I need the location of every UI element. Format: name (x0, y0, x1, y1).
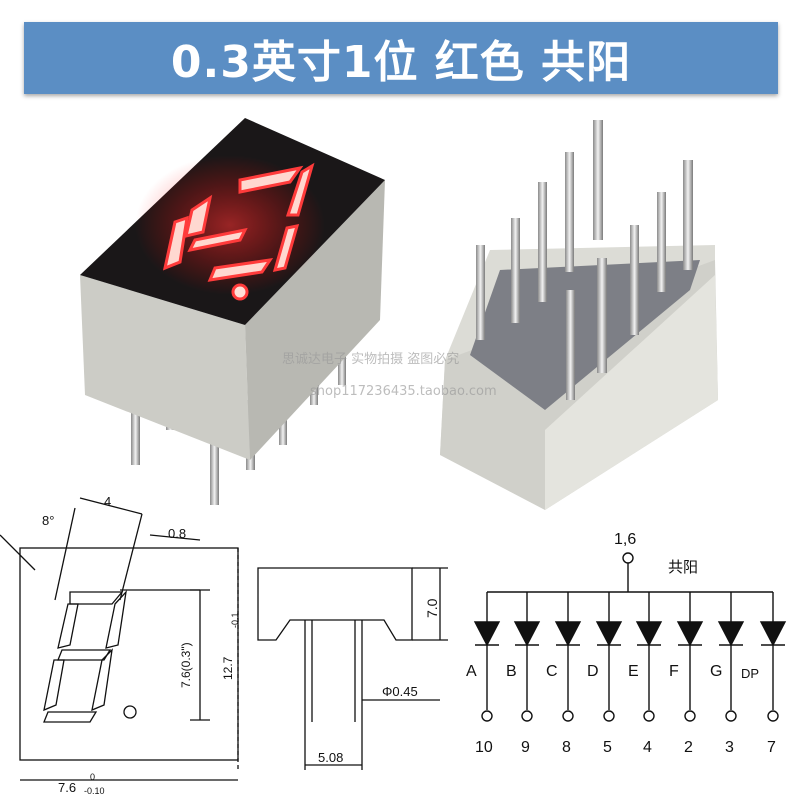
side-view-labels: 7.0 Φ0.45 5.08 (318, 598, 440, 765)
dim-width-tol-top: 0 (90, 772, 95, 782)
segment-label-b: B (506, 663, 517, 680)
front-view-labels: 4 8° 0.8 7.6(0.3") 12.7 -0.1 7.6 0 -0.10 (42, 494, 240, 796)
pin-label-4: 4 (643, 739, 652, 756)
common-anode-label: 共阳 (668, 559, 698, 576)
common-pins-label: 1,6 (614, 531, 636, 548)
rear-module (440, 245, 718, 510)
dim-total-height-tol: -0.1 (230, 612, 240, 628)
pin-label-8: 8 (562, 739, 571, 756)
pin-label-3: 3 (725, 739, 734, 756)
dim-segment-offset: 0.8 (168, 526, 186, 541)
segment-label-dp: DP (741, 666, 759, 681)
segment-label-f: F (669, 663, 679, 680)
pin-label-9: 9 (521, 739, 530, 756)
dim-pin-pitch: 5.08 (318, 750, 343, 765)
dim-angle: 8° (42, 513, 54, 528)
dim-total-height: 12.7 (221, 656, 235, 680)
rear-module-pins (476, 120, 693, 400)
dim-pin-diameter: Φ0.45 (382, 684, 418, 699)
segment-label-g: G (710, 663, 722, 680)
pin-label-10: 10 (475, 739, 493, 756)
dim-width-tol-bottom: -0.10 (84, 786, 105, 796)
pin-label-2: 2 (684, 739, 693, 756)
segment-label-a: A (466, 663, 477, 680)
segment-label-c: C (546, 663, 558, 680)
schematic (473, 552, 787, 722)
dim-height: 7.0 (424, 598, 440, 618)
front-module (80, 118, 385, 460)
watermark-shop-url: shop117236435.taobao.com (310, 384, 497, 399)
front-view-drawing (0, 497, 239, 781)
dim-width: 7.6 (58, 780, 76, 795)
segment-label-e: E (628, 663, 639, 680)
watermark-shop-name: 思诚达电子 实物拍摄 盗图必究 (282, 352, 460, 367)
pin-label-7: 7 (767, 739, 776, 756)
pin-label-5: 5 (603, 739, 612, 756)
segment-label-d: D (587, 663, 599, 680)
side-view-drawing (257, 567, 448, 770)
dim-digit-height: 7.6(0.3") (179, 642, 193, 688)
title-banner: 0.3英寸1位 红色 共阳 (24, 22, 778, 94)
dim-top-width: 4 (104, 494, 111, 509)
schematic-labels: 1,6 共阳 A B C D E F G DP 10 9 8 5 4 2 3 7 (466, 531, 776, 756)
